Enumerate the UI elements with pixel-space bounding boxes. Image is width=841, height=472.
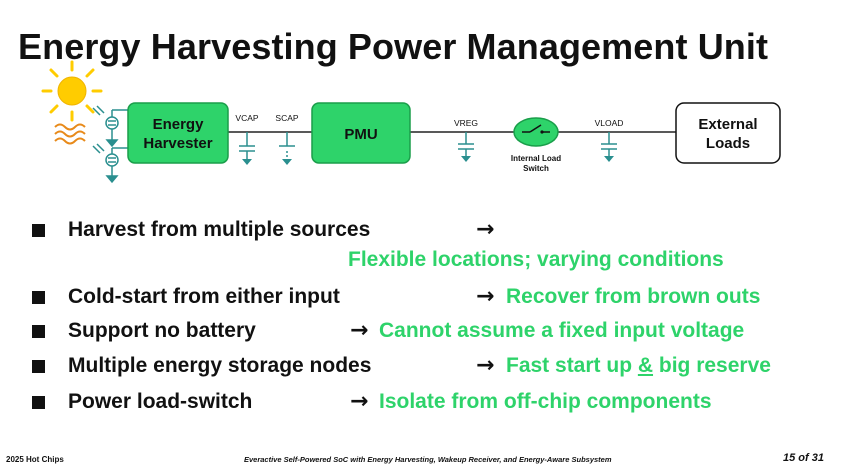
right-arrow-icon: → [350,389,369,414]
bullet-square-icon [32,224,45,237]
right-arrow-icon: → [350,318,369,343]
bullet-square-icon [32,396,45,409]
bullet-result-row: Flexible locations; varying conditions [0,248,841,278]
bullet-result: Recover from brown outs [506,285,761,308]
result-part: Fast start up [506,354,638,377]
input-diode-top-icon [92,105,128,148]
bullet-square-icon [32,325,45,338]
bullet-text: Cold-start from either input [68,285,340,308]
heat-waves-icon [54,123,86,145]
bullet-item: Power load-switch → Isolate from off-chi… [0,389,841,420]
bullet-item: Multiple energy storage nodes → Fast sta… [0,353,841,384]
harvester-label-line1: Energy [153,116,205,133]
sun-icon [41,60,103,122]
scap-capacitor: SCAP [275,113,299,165]
footer-conference: 2025 Hot Chips [6,455,64,464]
vreg-label: VREG [454,118,478,128]
switch-label-line2: Switch [523,164,549,173]
bullet-text: Power load-switch [68,390,253,413]
bullet-item: Support no battery → Cannot assume a fix… [0,318,841,349]
vload-capacitor: VLOAD [595,118,624,162]
right-arrow-icon: → [476,353,495,378]
bullet-square-icon [32,360,45,373]
bullet-item: Cold-start from either input → Recover f… [0,284,841,315]
bullet-text: Harvest from multiple sources [68,218,371,241]
pmu-label: PMU [344,126,377,143]
bullet-text: Support no battery [68,319,256,342]
bullet-square-icon [32,291,45,304]
energy-harvester-block: Energy Harvester [127,102,229,164]
right-arrow-icon: → [476,284,495,309]
scap-label: SCAP [275,113,298,123]
vcap-capacitor: VCAP [235,113,259,165]
bullet-result: Flexible locations; varying conditions [348,248,724,271]
harvester-label-line2: Harvester [143,135,212,152]
bullet-text: Multiple energy storage nodes [68,354,372,377]
switch-label-line1: Internal Load [511,154,561,163]
bullet-result: Cannot assume a fixed input voltage [379,319,745,342]
slide-title: Energy Harvesting Power Management Unit [18,26,769,67]
vcap-label: VCAP [235,113,258,123]
footer-paper-title: Everactive Self-Powered SoC with Energy … [244,455,612,464]
external-loads-block: External Loads [675,102,781,164]
footer-page-number: 15 of 31 [783,452,824,464]
vload-label: VLOAD [595,118,624,128]
result-ampersand: & [637,354,654,377]
right-arrow-icon: → [476,217,495,242]
external-loads-line2: Loads [706,135,750,152]
bullet-item: Harvest from multiple sources → [0,217,841,248]
vreg-capacitor: VREG [454,118,478,162]
result-part: big reserve [653,354,771,377]
bullet-result: Fast start up & big reserve [506,354,771,378]
pmu-block: PMU [311,102,411,164]
bullet-result: Isolate from off-chip components [379,390,712,413]
power-diagram: Energy Harvester VCAP SCAP PMU VREG [41,60,781,184]
input-diode-bottom-icon [92,143,128,184]
external-loads-line1: External [698,116,757,133]
internal-load-switch: Internal Load Switch [511,117,561,173]
